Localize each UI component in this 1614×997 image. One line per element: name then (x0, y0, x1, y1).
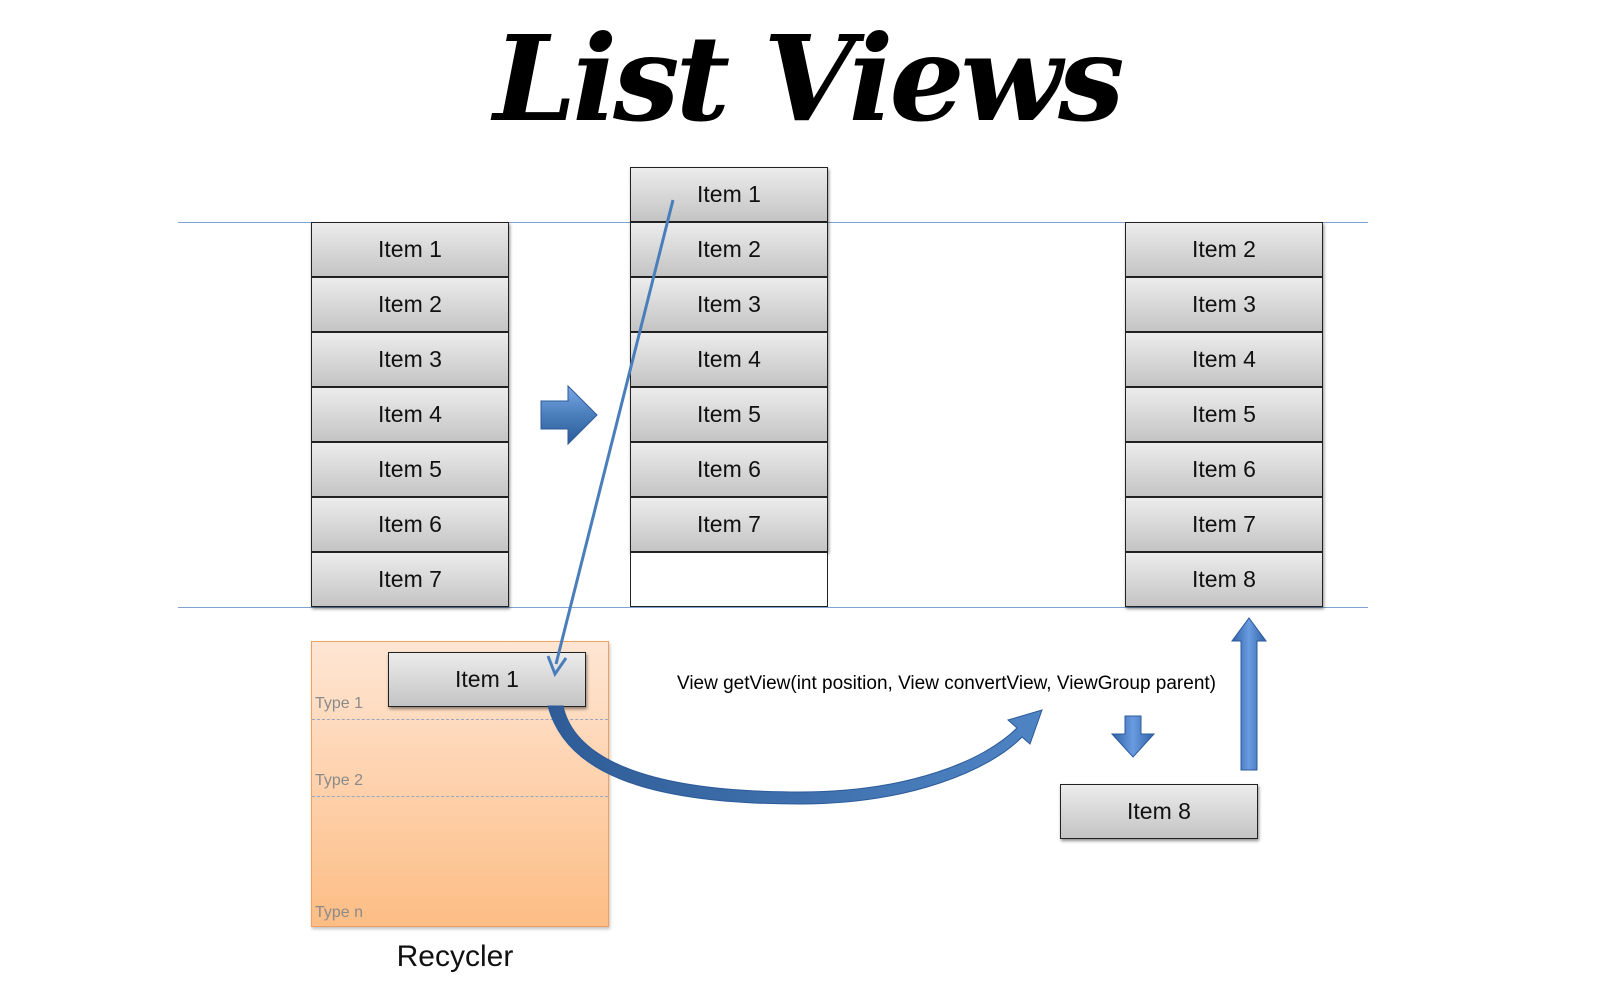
list-item: Item 8 (1125, 552, 1323, 607)
recycler-label: Recycler (396, 940, 514, 973)
list-item: Item 7 (1125, 497, 1323, 552)
list-item: Item 1 (630, 167, 828, 222)
list-item: Item 6 (311, 497, 509, 552)
list-item: Item 7 (630, 497, 828, 552)
right-arrow-icon (540, 384, 598, 446)
diagram-title: List Views (493, 9, 1124, 148)
list-item: Item 6 (1125, 442, 1323, 497)
method-signature: View getView(int position, View convertV… (677, 673, 1216, 694)
list-item: Item 5 (311, 442, 509, 497)
list-item: Item 4 (1125, 332, 1323, 387)
list-item: Item 2 (630, 222, 828, 277)
down-arrow-icon (1110, 715, 1156, 758)
recycled-item: Item 1 (388, 652, 586, 707)
new-item: Item 8 (1060, 784, 1258, 839)
type-label: Type 2 (315, 772, 364, 789)
type-label: Type 1 (315, 695, 364, 712)
list-item: Item 3 (311, 332, 509, 387)
viewport-bottom-guide (178, 607, 1368, 608)
list-item: Item 1 (311, 222, 509, 277)
list-item: Item 3 (1125, 277, 1323, 332)
type-divider (312, 719, 608, 720)
curved-arrow-icon (547, 705, 1043, 805)
empty-slot (630, 552, 828, 607)
list-item: Item 6 (630, 442, 828, 497)
list-item: Item 3 (630, 277, 828, 332)
list-item: Item 7 (311, 552, 509, 607)
list-item: Item 5 (630, 387, 828, 442)
list-item: Item 2 (1125, 222, 1323, 277)
type-divider (312, 796, 608, 797)
type-label: Type n (315, 904, 364, 921)
list-item: Item 4 (630, 332, 828, 387)
up-arrow-icon (1231, 617, 1267, 771)
list-item: Item 2 (311, 277, 509, 332)
list-item: Item 5 (1125, 387, 1323, 442)
list-item: Item 4 (311, 387, 509, 442)
